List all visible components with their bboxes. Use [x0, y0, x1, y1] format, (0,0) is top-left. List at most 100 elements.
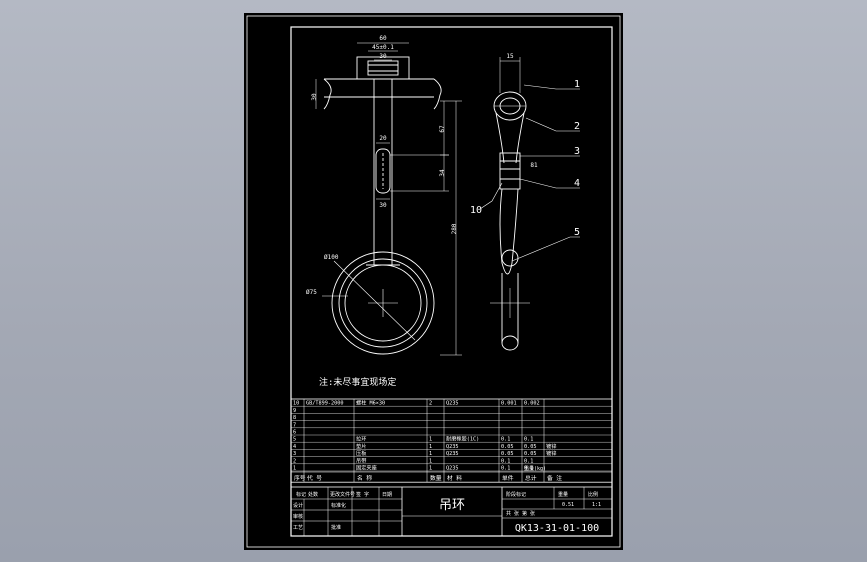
tb-rev-count: 处数 [308, 491, 318, 498]
strap-slot [375, 148, 391, 194]
drawing-title: 吊环 [439, 498, 465, 513]
tb-review: 审核 [293, 513, 303, 520]
tb-process: 工艺 [293, 525, 303, 531]
side-view [479, 57, 580, 351]
bom-cell-name: 压板 [356, 449, 367, 457]
dim-outer-diameter: Ø100 [324, 254, 339, 261]
bom-cell-name: 固定夹座 [356, 464, 377, 472]
dim-gap: 67 [439, 125, 446, 133]
clamp-inner [367, 60, 399, 76]
bom-cell-name: 拉环 [356, 435, 366, 443]
dim-top-inner: 45±0.1 [372, 44, 394, 51]
top-clamp [356, 56, 410, 80]
bom-header-code: 代 号 [307, 474, 322, 482]
dim-slot-width: 20 [379, 135, 387, 142]
tb-rev-date: 日期 [382, 492, 392, 498]
bom-cell-total: 0.05 [524, 451, 537, 457]
bom-cell-unit: 0.05 [501, 451, 514, 457]
bom-cell-no: 10 [293, 401, 299, 407]
bom-cell-unit: 0.1 [501, 458, 510, 464]
bom-header-total: 总计 [525, 474, 537, 482]
bom-cell-unit: 0.1 [501, 437, 510, 443]
tb-scale-value: 1:1 [592, 502, 601, 508]
bom-cell-unit: 0.05 [501, 444, 514, 450]
bom-cell-remark: 镀锌 [546, 449, 556, 457]
tb-sheet: 共 张 第 张 [506, 510, 535, 517]
bom-cell-unit: 0.001 [501, 401, 517, 407]
dim-total: 280 [451, 223, 458, 234]
title-block [290, 486, 613, 537]
outer-border [246, 15, 621, 548]
balloon-1: 1 [574, 79, 580, 90]
bom-cell-unit: 0.1 [501, 466, 510, 472]
bom-cell-code: GB/T899-2000 [306, 401, 343, 407]
bom-cell-qty: 1 [429, 458, 432, 464]
bom-cell-qty: 1 [429, 451, 432, 457]
bom-cell-material: Q235 [446, 401, 459, 407]
balloon-2: 2 [574, 121, 580, 132]
tb-weight-value: 0.51 [562, 502, 574, 508]
bom-header-material: 材 料 [447, 474, 462, 482]
bom-header-remark: 备 注 [547, 474, 562, 482]
tb-rev-sign: 签 字 [356, 491, 369, 498]
ring-mid [338, 258, 428, 348]
bom-cell-qty: 1 [429, 444, 432, 450]
ring-outer [331, 251, 435, 355]
bom-cell-no: 1 [293, 466, 296, 472]
bom-cell-no: 5 [293, 437, 296, 443]
bom-weight-label: 重量(kg) [524, 465, 546, 472]
tb-weight-label: 重量 [558, 491, 568, 498]
bom-header-name: 名 称 [357, 474, 372, 482]
dim-side-width: 15 [506, 53, 514, 60]
bom-cell-no: 7 [293, 422, 296, 428]
tb-design: 设计 [293, 502, 303, 509]
balloon-10: 10 [470, 205, 482, 216]
dim-top-width: 60 [379, 35, 387, 42]
band-break-left [323, 78, 332, 110]
dim-slot-bottom: 30 [379, 202, 387, 209]
tb-scale-label: 比例 [588, 491, 598, 498]
bom-cell-total: 0.002 [524, 401, 540, 407]
dim-clamp-width: 30 [379, 53, 387, 60]
drawing-canvas: 60 45±0.1 30 30 20 30 67 34 280 Ø100 Ø75 [246, 15, 621, 548]
bom-header-unit: 单件 [502, 474, 514, 482]
bom-cell-material: Q235 [446, 451, 459, 457]
inner-border [290, 26, 613, 537]
side-clamp [499, 152, 521, 190]
tb-approve: 批准 [331, 524, 341, 531]
bom-cell-no: 4 [293, 444, 296, 450]
bom-cell-name: 螺柱 M6×30 [356, 399, 385, 407]
bom-cell-no: 8 [293, 415, 296, 421]
front-view [315, 42, 462, 356]
bom-cell-material: Q235 [446, 444, 459, 450]
bom-header-qty: 数量 [430, 474, 442, 482]
bom-cell-no: 3 [293, 451, 296, 457]
dim-slot-length: 34 [439, 169, 446, 177]
dim-inner-diameter: Ø75 [306, 289, 317, 296]
bom-cell-material: 耐磨橡胶(1C) [446, 435, 479, 443]
tb-rev-mark: 标记 [296, 491, 306, 498]
bom-cell-total: 0.1 [524, 437, 533, 443]
tb-standard: 标准化 [331, 502, 346, 509]
drawing-note: 注:未尽事宜现场定 [319, 376, 396, 388]
bom-cell-no: 9 [293, 408, 296, 414]
bom-cell-name: 吊带 [356, 457, 366, 464]
dim-side-mid: 81 [530, 162, 538, 169]
bom-header-no: 序号 [294, 474, 306, 482]
bom-cell-remark: 镀锌 [546, 442, 556, 450]
drawing-sheet: 60 45±0.1 30 30 20 30 67 34 280 Ø100 Ø75 [244, 13, 623, 550]
tb-rev-doc: 更改文件号 [330, 491, 355, 498]
bom-cell-qty: 1 [429, 466, 432, 472]
bom-cell-name: 垫片 [356, 442, 366, 450]
dim-left-height: 30 [311, 93, 318, 101]
bom-cell-total: 0.1 [524, 466, 533, 472]
bom-cell-total: 0.05 [524, 444, 537, 450]
tb-stage-label: 阶段标记 [506, 491, 526, 498]
balloon-4: 4 [574, 178, 580, 189]
bom-cell-qty: 1 [429, 437, 432, 443]
bom-cell-qty: 2 [429, 401, 432, 407]
bom-cell-no: 2 [293, 458, 296, 464]
band-break-right [433, 78, 442, 110]
